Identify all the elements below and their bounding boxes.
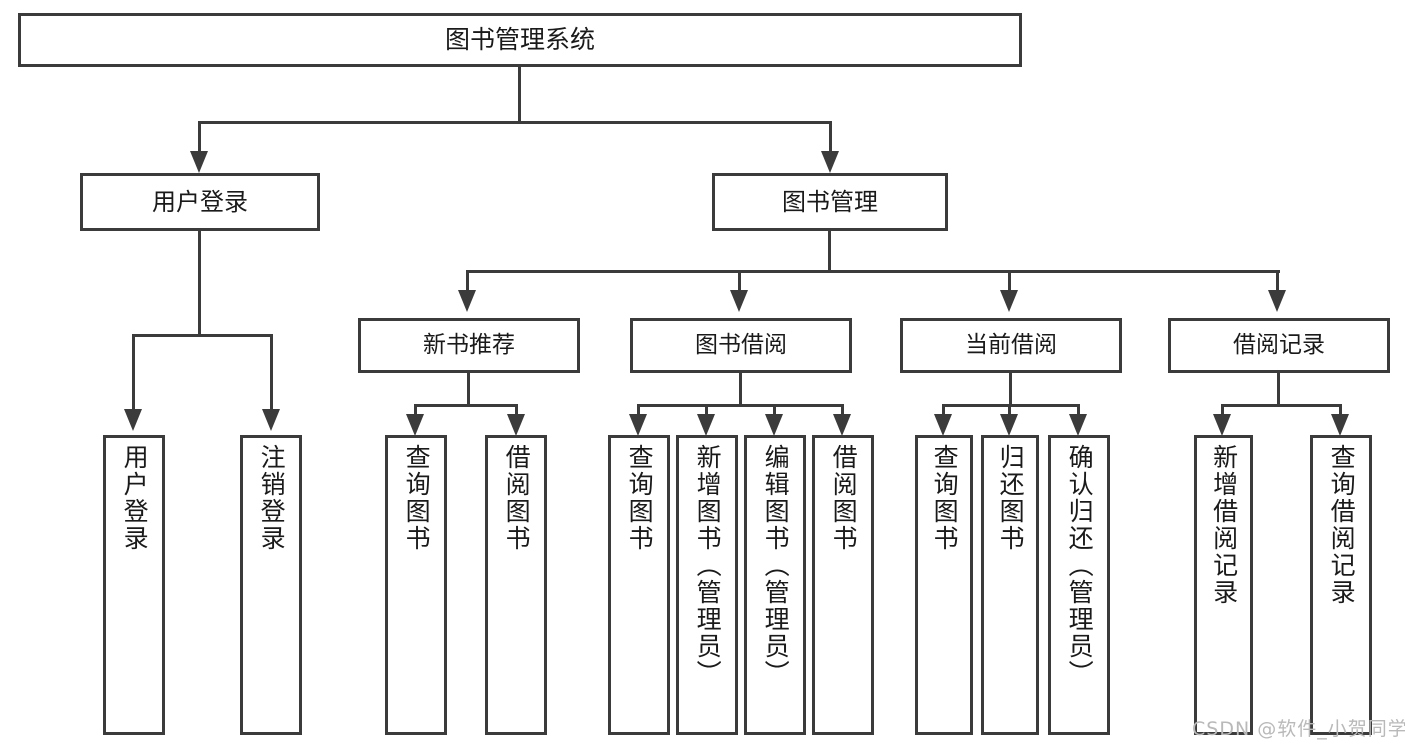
node-leaf-return-book-label: 归还图书 (996, 444, 1026, 552)
node-leaf-logout[interactable]: 注销登录 (240, 435, 302, 735)
root-drop-1 (829, 121, 832, 151)
node-user-login[interactable]: 用户登录 (80, 173, 320, 231)
root-arrow-1 (821, 151, 839, 173)
book-borrow-arrow-3 (833, 414, 851, 436)
node-leaf-user-login-label: 用户登录 (120, 444, 150, 552)
book-borrow-drop-0 (637, 404, 640, 414)
node-leaf-confirm-return-label: 确认归还（管理员） (1065, 444, 1095, 687)
current-borrow-drop-1 (1008, 404, 1011, 414)
node-book-manage[interactable]: 图书管理 (712, 173, 948, 231)
node-book-borrow-label: 图书借阅 (695, 332, 787, 359)
borrow-record-stem (1277, 373, 1280, 406)
book-manage-drop-1 (738, 270, 741, 290)
book-manage-drop-0 (466, 270, 469, 290)
node-leaf-query-record[interactable]: 查询借阅记录 (1310, 435, 1372, 735)
node-leaf-query-book-current[interactable]: 查询图书 (915, 435, 973, 735)
new-book-rec-bus (415, 404, 517, 407)
book-borrow-arrow-0 (629, 414, 647, 436)
book-borrow-stem (739, 373, 742, 406)
book-borrow-arrow-1 (697, 414, 715, 436)
node-leaf-edit-book[interactable]: 编辑图书（管理员） (744, 435, 806, 735)
root-bus (199, 121, 831, 124)
node-borrow-record[interactable]: 借阅记录 (1168, 318, 1390, 373)
node-leaf-query-book[interactable]: 查询图书 (608, 435, 670, 735)
node-leaf-add-record-label: 新增借阅记录 (1209, 444, 1239, 606)
new-book-rec-drop-1 (515, 404, 518, 414)
new-book-rec-drop-0 (414, 404, 417, 414)
new-book-rec-stem (467, 373, 470, 406)
book-manage-arrow-2 (1000, 290, 1018, 312)
node-borrow-record-label: 借阅记录 (1233, 332, 1325, 359)
node-leaf-add-book[interactable]: 新增图书（管理员） (676, 435, 738, 735)
user-login-arrow-1 (262, 409, 280, 431)
borrow-record-arrow-0 (1213, 414, 1231, 436)
node-leaf-add-record[interactable]: 新增借阅记录 (1194, 435, 1253, 735)
user-login-stem (198, 231, 201, 336)
node-leaf-borrow-book-rec[interactable]: 借阅图书 (485, 435, 547, 735)
node-root-label: 图书管理系统 (444, 25, 595, 55)
node-leaf-borrow-book-label: 借阅图书 (829, 444, 859, 552)
book-manage-stem (828, 231, 831, 272)
node-new-book-rec-label: 新书推荐 (423, 332, 515, 359)
node-leaf-query-book-current-label: 查询图书 (930, 444, 960, 552)
book-manage-drop-3 (1276, 270, 1279, 290)
user-login-drop-1 (270, 334, 273, 409)
node-book-borrow[interactable]: 图书借阅 (630, 318, 852, 373)
book-manage-arrow-1 (730, 290, 748, 312)
borrow-record-bus (1222, 404, 1341, 407)
node-leaf-user-login[interactable]: 用户登录 (103, 435, 165, 735)
book-borrow-arrow-2 (765, 414, 783, 436)
borrow-record-drop-0 (1221, 404, 1224, 414)
current-borrow-arrow-2 (1069, 414, 1087, 436)
book-manage-drop-2 (1008, 270, 1011, 290)
node-root[interactable]: 图书管理系统 (18, 13, 1022, 67)
node-leaf-borrow-book-rec-label: 借阅图书 (502, 444, 532, 552)
node-leaf-confirm-return[interactable]: 确认归还（管理员） (1048, 435, 1110, 735)
csdn-watermark: CSDN @软件_小贺同学 (1192, 718, 1405, 740)
node-leaf-edit-book-label: 编辑图书（管理员） (761, 444, 791, 687)
user-login-arrow-0 (124, 409, 142, 431)
node-leaf-add-book-label: 新增图书（管理员） (693, 444, 723, 687)
book-manage-bus (467, 270, 1280, 273)
node-current-borrow[interactable]: 当前借阅 (900, 318, 1122, 373)
current-borrow-drop-2 (1077, 404, 1080, 414)
node-user-login-label: 用户登录 (152, 188, 248, 216)
node-current-borrow-label: 当前借阅 (965, 332, 1057, 359)
root-arrow-0 (190, 151, 208, 173)
borrow-record-arrow-1 (1331, 414, 1349, 436)
node-leaf-query-book-label: 查询图书 (625, 444, 655, 552)
root-drop-0 (198, 121, 201, 151)
book-borrow-drop-3 (841, 404, 844, 414)
borrow-record-drop-1 (1339, 404, 1342, 414)
current-borrow-stem (1009, 373, 1012, 406)
current-borrow-bus (943, 404, 1079, 407)
new-book-rec-arrow-0 (406, 414, 424, 436)
node-leaf-borrow-book[interactable]: 借阅图书 (812, 435, 874, 735)
current-borrow-arrow-0 (934, 414, 952, 436)
user-login-drop-0 (132, 334, 135, 409)
book-manage-arrow-0 (458, 290, 476, 312)
new-book-rec-arrow-1 (507, 414, 525, 436)
root-stem (518, 67, 521, 123)
node-leaf-query-book-rec-label: 查询图书 (402, 444, 432, 552)
user-login-bus (133, 334, 271, 337)
book-borrow-bus (638, 404, 843, 407)
node-book-manage-label: 图书管理 (782, 188, 878, 216)
current-borrow-arrow-1 (1000, 414, 1018, 436)
book-manage-arrow-3 (1268, 290, 1286, 312)
book-borrow-drop-2 (773, 404, 776, 414)
node-leaf-logout-label: 注销登录 (257, 444, 287, 552)
node-leaf-return-book[interactable]: 归还图书 (981, 435, 1039, 735)
node-leaf-query-book-rec[interactable]: 查询图书 (385, 435, 447, 735)
current-borrow-drop-0 (942, 404, 945, 414)
node-new-book-rec[interactable]: 新书推荐 (358, 318, 580, 373)
node-leaf-query-record-label: 查询借阅记录 (1327, 444, 1357, 606)
book-borrow-drop-1 (705, 404, 708, 414)
